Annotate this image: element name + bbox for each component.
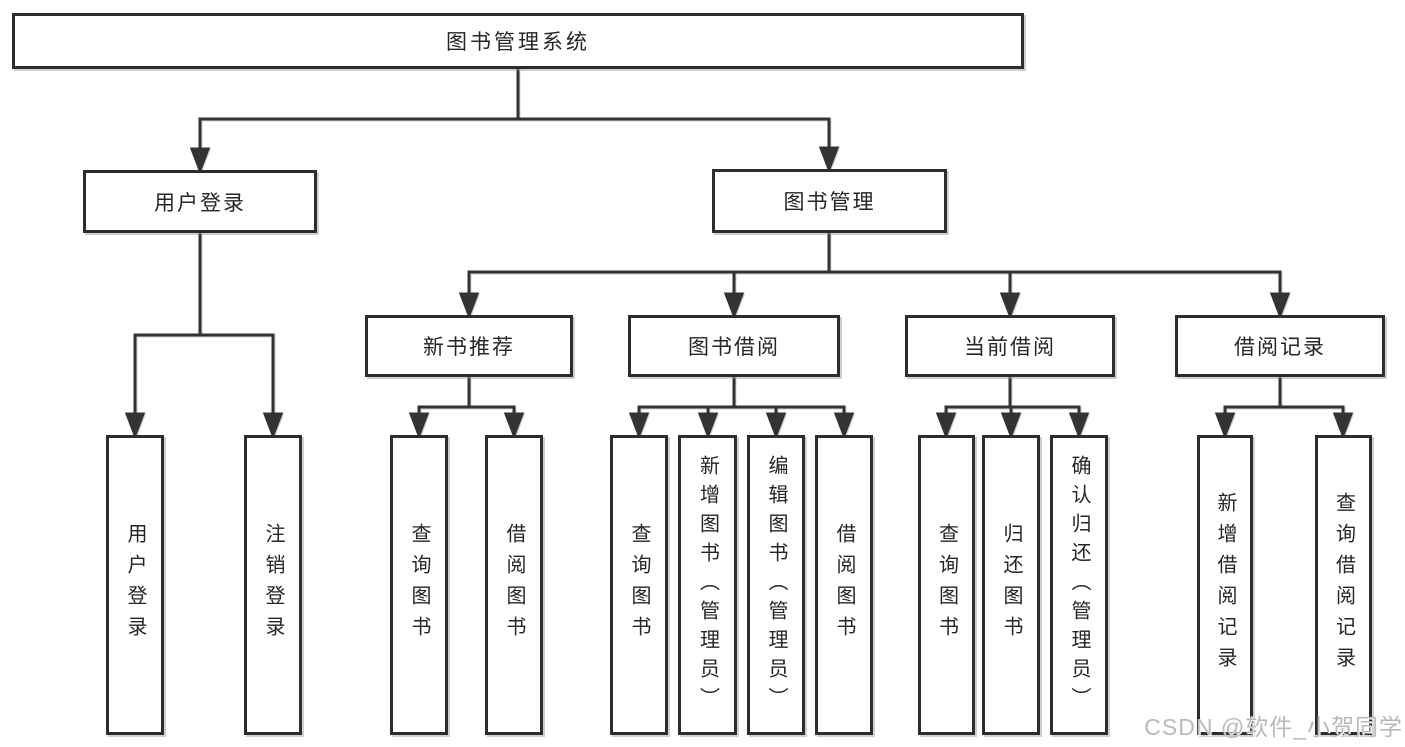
node-borrow-records-label: 借阅记录 bbox=[1234, 336, 1326, 359]
csdn-watermark: CSDN @软件_小贺同学 bbox=[1144, 714, 1403, 740]
leaf-logout: 注销登录 bbox=[244, 435, 302, 735]
leaf-query-books-1: 查询图书 bbox=[390, 435, 448, 735]
node-current-borrow: 当前借阅 bbox=[905, 315, 1115, 377]
node-user-login-label: 用户登录 bbox=[154, 191, 246, 215]
leaf-edit-book-admin: 编辑图书（管理员） bbox=[747, 435, 805, 735]
leaf-borrow-books-2-label: 借阅图书 bbox=[833, 523, 855, 647]
node-new-book-recommend: 新书推荐 bbox=[365, 315, 573, 377]
node-root: 图书管理系统 bbox=[12, 13, 1024, 69]
leaf-query-borrow-record-label: 查询借阅记录 bbox=[1332, 492, 1355, 678]
node-new-book-recommend-label: 新书推荐 bbox=[423, 336, 515, 359]
node-current-borrow-label: 当前借阅 bbox=[964, 336, 1056, 359]
leaf-add-borrow-record-label: 新增借阅记录 bbox=[1214, 492, 1236, 678]
leaf-query-books-2-label: 查询图书 bbox=[628, 523, 650, 647]
leaf-borrow-books-1: 借阅图书 bbox=[485, 435, 543, 735]
leaf-return-book: 归还图书 bbox=[982, 435, 1040, 735]
leaf-user-login-label: 用户登录 bbox=[124, 523, 146, 647]
node-book-management: 图书管理 bbox=[712, 169, 947, 233]
node-root-label: 图书管理系统 bbox=[446, 31, 590, 54]
leaf-query-books-3-label: 查询图书 bbox=[935, 523, 958, 647]
leaf-return-book-label: 归还图书 bbox=[1000, 523, 1022, 647]
leaf-query-borrow-record: 查询借阅记录 bbox=[1315, 435, 1372, 735]
node-user-login: 用户登录 bbox=[83, 170, 317, 233]
node-book-borrow-label: 图书借阅 bbox=[688, 336, 780, 359]
leaf-query-books-1-label: 查询图书 bbox=[408, 523, 430, 647]
leaf-logout-label: 注销登录 bbox=[262, 523, 284, 647]
node-borrow-records: 借阅记录 bbox=[1175, 315, 1385, 377]
leaf-borrow-books-1-label: 借阅图书 bbox=[503, 523, 525, 647]
leaf-edit-book-admin-label: 编辑图书（管理员） bbox=[765, 454, 787, 716]
leaf-add-borrow-record: 新增借阅记录 bbox=[1197, 435, 1253, 735]
leaf-borrow-books-2: 借阅图书 bbox=[815, 435, 873, 735]
leaf-confirm-return-admin-label: 确认归还（管理员） bbox=[1068, 454, 1090, 716]
leaf-confirm-return-admin: 确认归还（管理员） bbox=[1050, 435, 1108, 735]
node-book-borrow: 图书借阅 bbox=[628, 315, 840, 377]
leaf-query-books-2: 查询图书 bbox=[610, 435, 668, 735]
leaf-user-login: 用户登录 bbox=[106, 435, 164, 735]
leaf-add-book-admin-label: 新增图书（管理员） bbox=[696, 454, 719, 716]
leaf-add-book-admin: 新增图书（管理员） bbox=[678, 435, 737, 735]
leaf-query-books-3: 查询图书 bbox=[918, 435, 975, 735]
node-book-management-label: 图书管理 bbox=[783, 191, 876, 214]
